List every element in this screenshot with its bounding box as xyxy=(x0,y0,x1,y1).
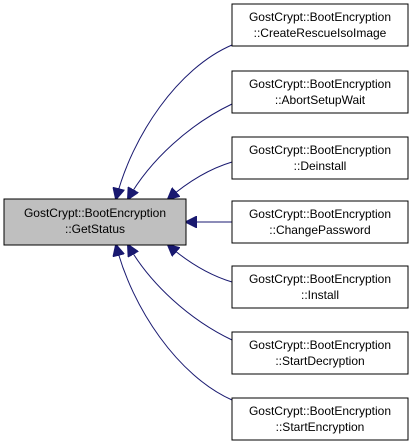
caller-node-label-line2: ::ChangePassword xyxy=(269,223,370,237)
caller-node-changepassword[interactable]: GostCrypt::BootEncryption ::ChangePasswo… xyxy=(231,200,409,244)
edge-deinstall xyxy=(168,161,233,199)
focus-node-label-line2: ::GetStatus xyxy=(65,222,125,236)
edges xyxy=(116,44,233,401)
caller-node-label-line1: GostCrypt::BootEncryption xyxy=(249,404,391,418)
caller-node-label-line1: GostCrypt::BootEncryption xyxy=(249,207,391,221)
caller-node-label-line1: GostCrypt::BootEncryption xyxy=(249,338,391,352)
caller-node-deinstall[interactable]: GostCrypt::BootEncryption ::Deinstall xyxy=(231,136,409,180)
caller-node-box xyxy=(231,265,409,309)
caller-node-box xyxy=(231,3,409,47)
caller-node-box xyxy=(231,70,409,114)
edge-startencryption xyxy=(116,245,233,401)
focus-node-box xyxy=(3,198,187,246)
focus-node-label-line1: GostCrypt::BootEncryption xyxy=(24,206,166,220)
caller-node-label-line2: ::AbortSetupWait xyxy=(275,93,366,107)
caller-node-label-line1: GostCrypt::BootEncryption xyxy=(249,272,391,286)
caller-node-label-line1: GostCrypt::BootEncryption xyxy=(249,77,391,91)
edge-createrescueisoimage xyxy=(116,44,233,199)
focus-node-getstatus[interactable]: GostCrypt::BootEncryption ::GetStatus xyxy=(3,198,187,246)
caller-node-startdecryption[interactable]: GostCrypt::BootEncryption ::StartDecrypt… xyxy=(231,331,409,375)
caller-node-startencryption[interactable]: GostCrypt::BootEncryption ::StartEncrypt… xyxy=(231,397,409,441)
caller-node-createrescueisoimage[interactable]: GostCrypt::BootEncryption ::CreateRescue… xyxy=(231,3,409,47)
caller-node-box xyxy=(231,397,409,441)
caller-node-abortsetupwait[interactable]: GostCrypt::BootEncryption ::AbortSetupWa… xyxy=(231,70,409,114)
caller-node-label-line2: ::Deinstall xyxy=(294,159,347,173)
caller-node-label-line2: ::StartDecryption xyxy=(275,354,364,368)
edge-startdecryption xyxy=(128,245,233,341)
caller-node-label-line1: GostCrypt::BootEncryption xyxy=(249,143,391,157)
caller-node-box xyxy=(231,136,409,180)
caller-node-label-line2: ::CreateRescueIsoImage xyxy=(254,26,387,40)
caller-node-label-line2: ::Install xyxy=(301,288,339,302)
edge-install xyxy=(168,245,233,283)
caller-node-label-line2: ::StartEncryption xyxy=(276,420,365,434)
caller-node-box xyxy=(231,331,409,375)
edge-abortsetupwait xyxy=(128,103,233,199)
caller-node-label-line1: GostCrypt::BootEncryption xyxy=(249,10,391,24)
caller-node-install[interactable]: GostCrypt::BootEncryption ::Install xyxy=(231,265,409,309)
caller-node-box xyxy=(231,200,409,244)
